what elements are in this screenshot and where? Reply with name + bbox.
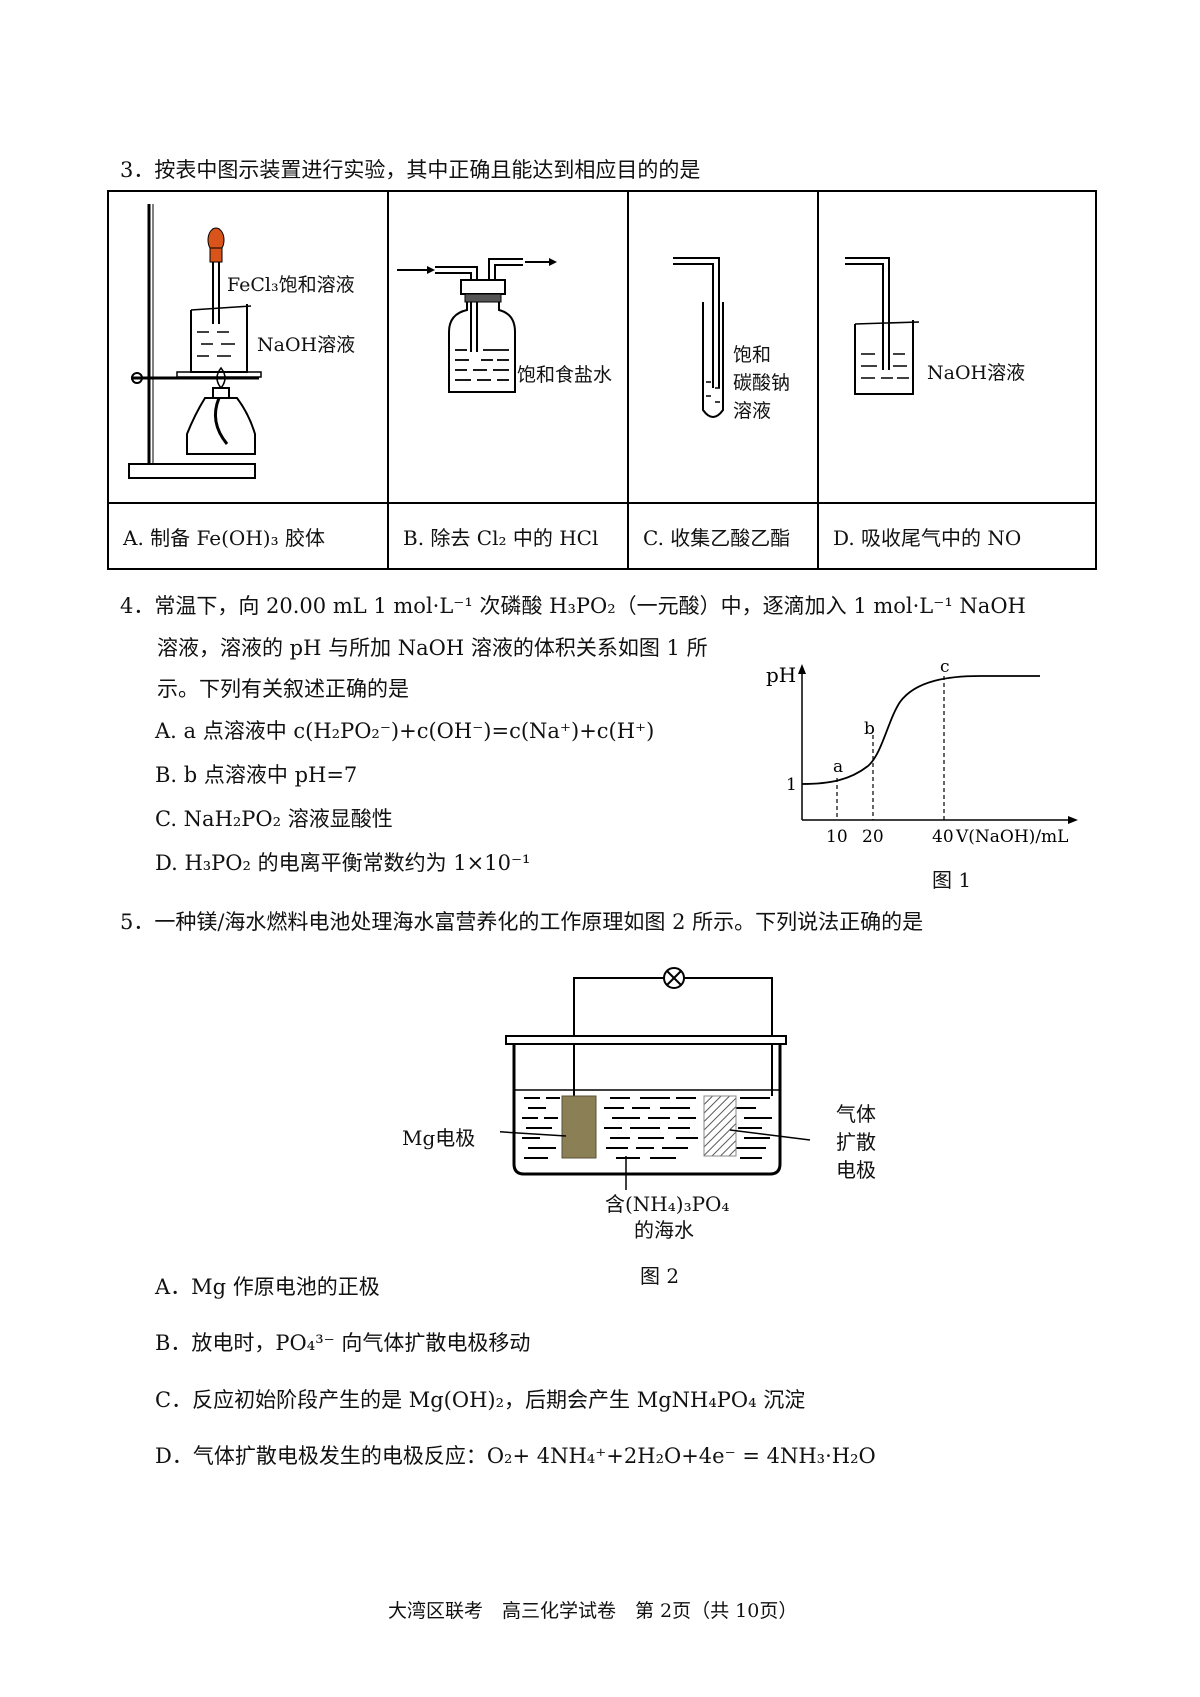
fecl3-label: FeCl₃饱和溶液 [227, 274, 355, 296]
y-tick-1: 1 [786, 775, 797, 795]
na2co3-label-1: 饱和 [733, 344, 772, 366]
point-b-label: b [864, 719, 875, 739]
titration-curve-figure: pH 1 10 20 40 V(NaOH)/mL a b c [766, 660, 1078, 847]
q5-stem: 5．一种镁/海水燃料电池处理海水富营养化的工作原理如图 2 所示。下列说法正确的… [120, 910, 924, 934]
naoh-label-d: NaOH溶液 [927, 362, 1026, 384]
x-axis-label: V(NaOH)/mL [955, 827, 1068, 847]
mg-electrode [561, 1095, 597, 1159]
page-footer: 大湾区联考 高三化学试卷 第 2页（共 10页） [388, 1600, 798, 1622]
naoh-label-a: NaOH溶液 [257, 334, 356, 356]
q4-stem-line2: 溶液，溶液的 pH 与所加 NaOH 溶液的体积关系如图 1 所 [157, 636, 708, 660]
q3-option-d: D. 吸收尾气中的 NO [817, 502, 1097, 570]
gas-electrode-label-1: 气体 [836, 1102, 876, 1126]
q3-option-c: C. 收集乙酸乙酯 [627, 502, 819, 570]
q3-cell-b-figure: 饱和食盐水 [387, 190, 629, 504]
q3-table: FeCl₃饱和溶液 NaOH溶液 [107, 190, 1097, 570]
gas-electrode-label-3: 电极 [836, 1158, 876, 1182]
mg-seawater-cell-figure [500, 967, 811, 1190]
point-c-label: c [940, 660, 950, 677]
figure-2-caption: 图 2 [640, 1264, 680, 1288]
q4-stem-line1: 4．常温下，向 20.00 mL 1 mol·L⁻¹ 次磷酸 H₃PO₂（一元酸… [120, 594, 1026, 618]
q4-option-b: B. b 点溶液中 pH=7 [155, 763, 358, 787]
ph-axis-label: pH [766, 663, 796, 687]
x-tick-10: 10 [826, 827, 848, 847]
q4-option-d: D. H₃PO₂ 的电离平衡常数约为 1×10⁻¹ [155, 851, 531, 875]
gas-electrode-label-2: 扩散 [836, 1130, 876, 1154]
seawater-label-1: 含(NH₄)₃PO₄ [605, 1192, 730, 1216]
test-tube-figure [673, 257, 724, 418]
q5-option-b: B．放电时，PO₄³⁻ 向气体扩散电极移动 [155, 1331, 531, 1355]
brine-label: 饱和食盐水 [517, 364, 613, 386]
absorption-beaker-figure [845, 257, 920, 395]
q3-cell-c-figure: 饱和 碳酸钠 溶液 [627, 190, 819, 504]
q3-cell-a-figure: FeCl₃饱和溶液 NaOH溶液 [107, 190, 389, 504]
q3-stem: 3．按表中图示装置进行实验，其中正确且能达到相应目的的是 [120, 158, 701, 182]
q5-option-d: D．气体扩散电极发生的电极反应：O₂+ 4NH₄⁺+2H₂O+4e⁻ = 4NH… [155, 1444, 876, 1468]
q4-option-a: A. a 点溶液中 c(H₂PO₂⁻)+c(OH⁻)=c(Na⁺)+c(H⁺) [155, 719, 655, 743]
q5-option-c: C．反应初始阶段产生的是 Mg(OH)₂，后期会产生 MgNH₄PO₄ 沉淀 [155, 1388, 806, 1412]
q3-option-b: B. 除去 Cl₂ 中的 HCl [387, 502, 629, 570]
q3-option-a: A. 制备 Fe(OH)₃ 胶体 [107, 502, 389, 570]
q5-option-a: A．Mg 作原电池的正极 [155, 1275, 380, 1299]
mg-electrode-label: Mg电极 [402, 1126, 476, 1150]
q4-option-c: C. NaH₂PO₂ 溶液显酸性 [155, 807, 393, 831]
figure-1-caption: 图 1 [932, 868, 972, 892]
na2co3-label-3: 溶液 [733, 400, 772, 422]
fe-colloid-apparatus-figure [128, 204, 262, 479]
seawater-label-2: 的海水 [634, 1218, 694, 1242]
point-a-label: a [833, 757, 843, 777]
q3-cell-d-figure: NaOH溶液 [817, 190, 1097, 504]
gas-diffusion-electrode [703, 1095, 737, 1157]
na2co3-label-2: 碳酸钠 [733, 372, 791, 394]
x-tick-20: 20 [862, 827, 884, 847]
q4-stem-line3: 示。下列有关叙述正确的是 [157, 677, 409, 701]
gas-washing-bottle-figure [397, 258, 557, 393]
x-tick-40: 40 [932, 827, 954, 847]
